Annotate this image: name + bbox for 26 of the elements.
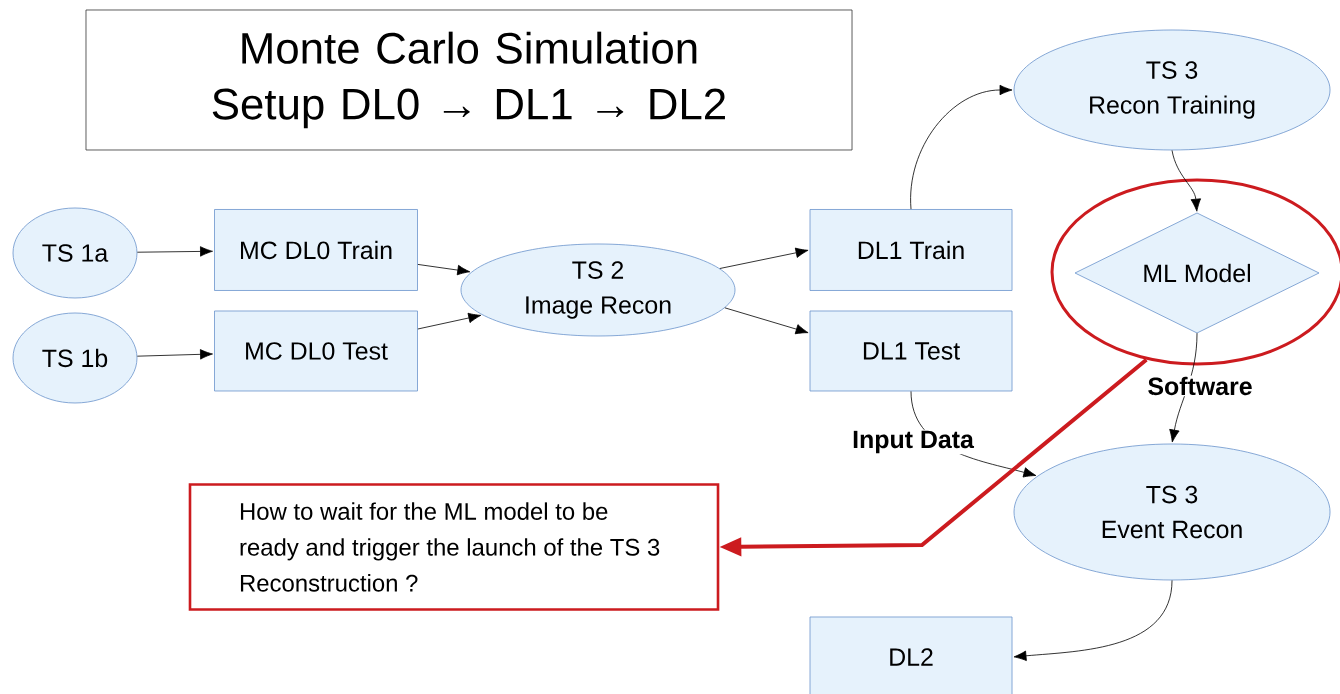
arrow [136, 349, 213, 360]
ellipse-node: TS 1b [12, 312, 138, 404]
ellipse-node: TS 2 Image Recon [460, 243, 736, 337]
arrow [1013, 580, 1173, 661]
arrow [417, 264, 471, 276]
arrow [910, 84, 1013, 210]
arrow [417, 312, 482, 330]
process-box: DL2 [809, 616, 1013, 694]
arrow [719, 247, 809, 269]
title-box: Monte Carlo Simulation Setup DL0 → DL1 → DL2 [85, 9, 853, 151]
process-box: MC DL0 Train [214, 209, 418, 291]
arrow [724, 307, 809, 335]
ellipse-node: TS 3 Event Recon [1013, 443, 1331, 581]
ellipse-node: TS 1a [12, 207, 138, 299]
decision-diamond [1074, 212, 1320, 334]
edge-label: Input Data [851, 429, 975, 455]
arrow [1169, 332, 1198, 443]
edge-label: Software [1146, 375, 1254, 397]
ellipse-node: TS 3 Recon Training [1013, 29, 1331, 151]
callout-box: How to wait for the ML model to be ready and trigger the launch of the TS 3 Reconstruction ? [188, 483, 720, 611]
arrow [137, 246, 213, 257]
process-box: DL1 Test [809, 310, 1013, 392]
arrow [1171, 150, 1201, 212]
process-box: DL1 Train [809, 209, 1013, 291]
process-box: MC DL0 Test [214, 310, 418, 392]
node-text: ML Model [1144, 263, 1250, 283]
